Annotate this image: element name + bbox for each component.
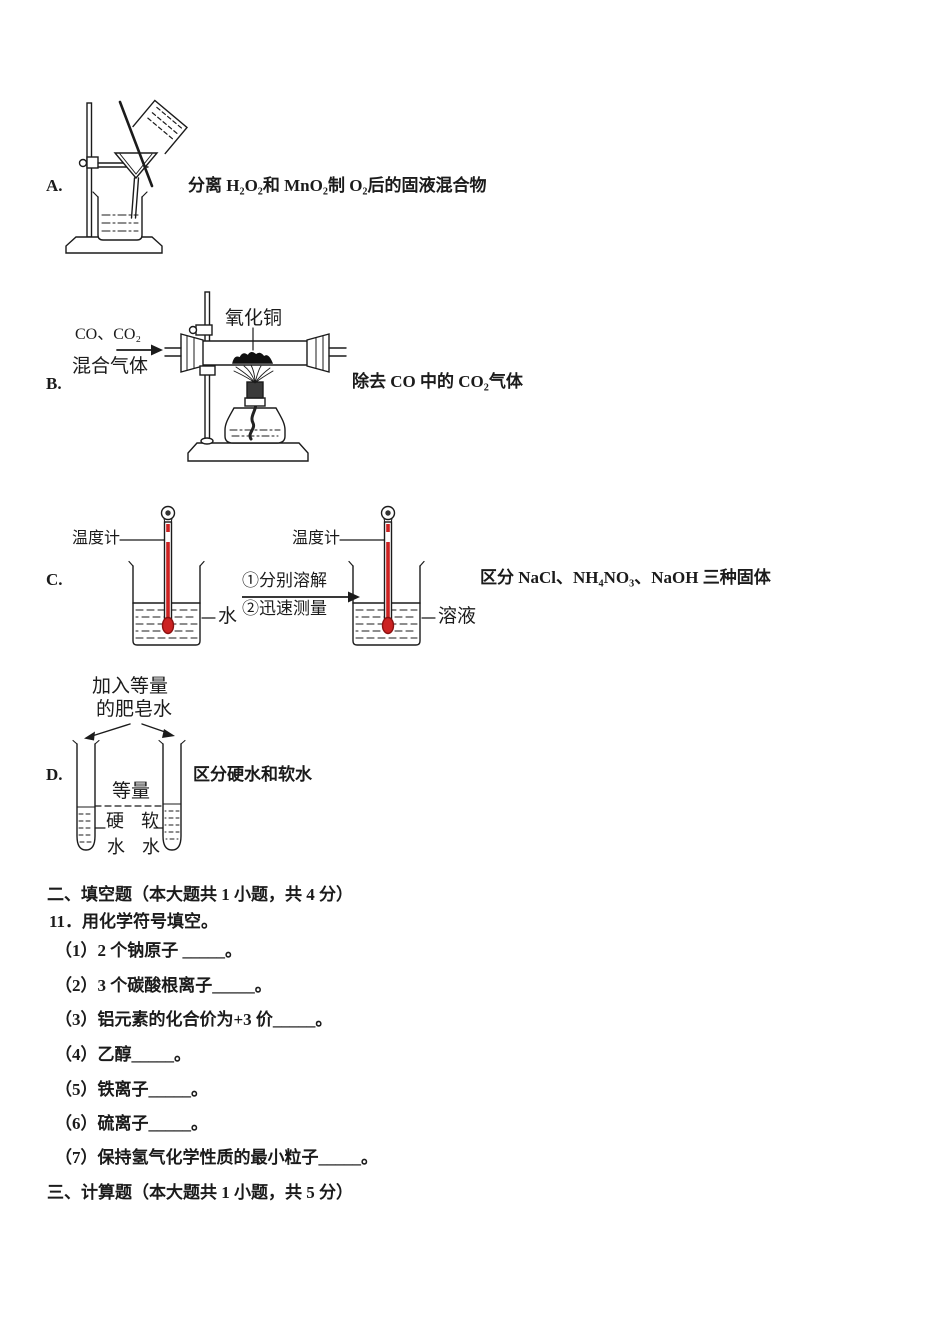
glass-rod [118,100,154,188]
soft-water-label: 软 [141,811,159,831]
blank-item-1: （1）2 个钠原子 _____。 [55,941,242,960]
copper-oxide-label: 氧化铜 [225,308,283,329]
left-water-dashes [78,813,94,843]
receiving-beaker [97,196,143,241]
soft-water-label: 水 [142,837,160,857]
left-pour-arrow [91,723,131,737]
clamp-body [86,156,99,169]
co-purification-figure [116,291,347,462]
filter-paper [119,153,153,175]
right-test-tube [162,743,182,851]
blank-item-7: （7）保持氢气化学性质的最小粒子_____。 [55,1148,378,1167]
clamp-lower [199,365,216,376]
left-pour-arrowhead [84,731,95,741]
copper-oxide-powder [232,352,274,364]
section-fill-heading: 二、填空题（本大题共 1 小题，共 4 分） [47,885,353,904]
pouring-beaker [132,99,189,155]
left-test-tube [76,743,96,851]
option-b-label: B. [46,374,62,393]
section-calc-heading: 三、计算题（本大题共 1 小题，共 5 分） [47,1183,353,1202]
clamp-body [195,324,213,336]
solution-label: 溶液 [438,606,477,627]
soap-water-label-line2: 的肥皂水 [96,699,173,720]
right-stopper [306,333,330,373]
blank-item-3: （3）铝元素的化合价为+3 价_____。 [55,1010,333,1029]
lamp-mouth [244,397,266,407]
option-a-description: 分离 H₂O₂和 MnO₂制 O₂后的固液混合物 [188,176,487,195]
funnel [113,152,159,180]
filtrate-liquid [101,214,139,232]
soap-water-label-line1: 加入等量 [92,676,169,697]
gas-mixture-label-line1: CO、CO₂ [75,326,142,343]
hard-water-label: 水 [107,837,125,857]
option-a-label: A. [46,176,63,195]
lamp-collar [246,381,264,399]
question-11: 11．用化学符号填空。 [49,912,219,931]
lamp-wick [248,400,258,441]
hard-water-label: 硬 [106,811,124,831]
option-c-label: C. [46,570,63,589]
right-water-dashes [164,810,180,840]
funnel-stem [130,177,140,219]
beaker-spout [92,191,148,198]
option-c-description: 区分 NaCl、NH₄NO₃、NaOH 三种固体 [480,568,771,587]
gas-flow-arrowhead [151,344,163,356]
rod-foot [200,437,214,445]
lamp-fuel [229,429,281,437]
option-d-description: 区分硬水和软水 [193,765,312,784]
option-b-description: 除去 CO 中的 CO₂气体 [352,372,523,391]
water-label: 水 [218,606,238,627]
stand-rod [86,102,93,238]
dissolve-step-1: ①分别溶解 [242,571,327,590]
filtration-apparatus-figure [65,99,189,254]
test-tubes-figure [72,723,186,851]
blank-item-6: （6）硫离子_____。 [55,1114,208,1133]
process-arrowhead [348,591,360,603]
blank-item-4: （4）乙醇_____。 [55,1045,191,1064]
thermometer-label-right: 温度计 [292,530,341,547]
equal-amount-label: 等量 [112,781,151,802]
measure-step-2: ②迅速测量 [242,599,327,618]
blank-item-5: （5）铁离子_____。 [55,1080,208,1099]
right-pour-arrowhead [162,729,175,738]
clamp-knob [188,325,198,335]
stand-base [65,236,163,254]
stand-base [187,442,309,462]
side-tubes [164,347,347,357]
flame [233,364,274,384]
gas-mixture-label-line2: 混合气体 [72,356,149,377]
clamp-knob [78,158,88,168]
blank-item-2: （2）3 个碳酸根离子_____。 [55,976,272,995]
option-d-label: D. [46,765,63,784]
thermometer-label-left: 温度计 [72,530,121,547]
thermometer-beakers-figure [119,505,436,646]
